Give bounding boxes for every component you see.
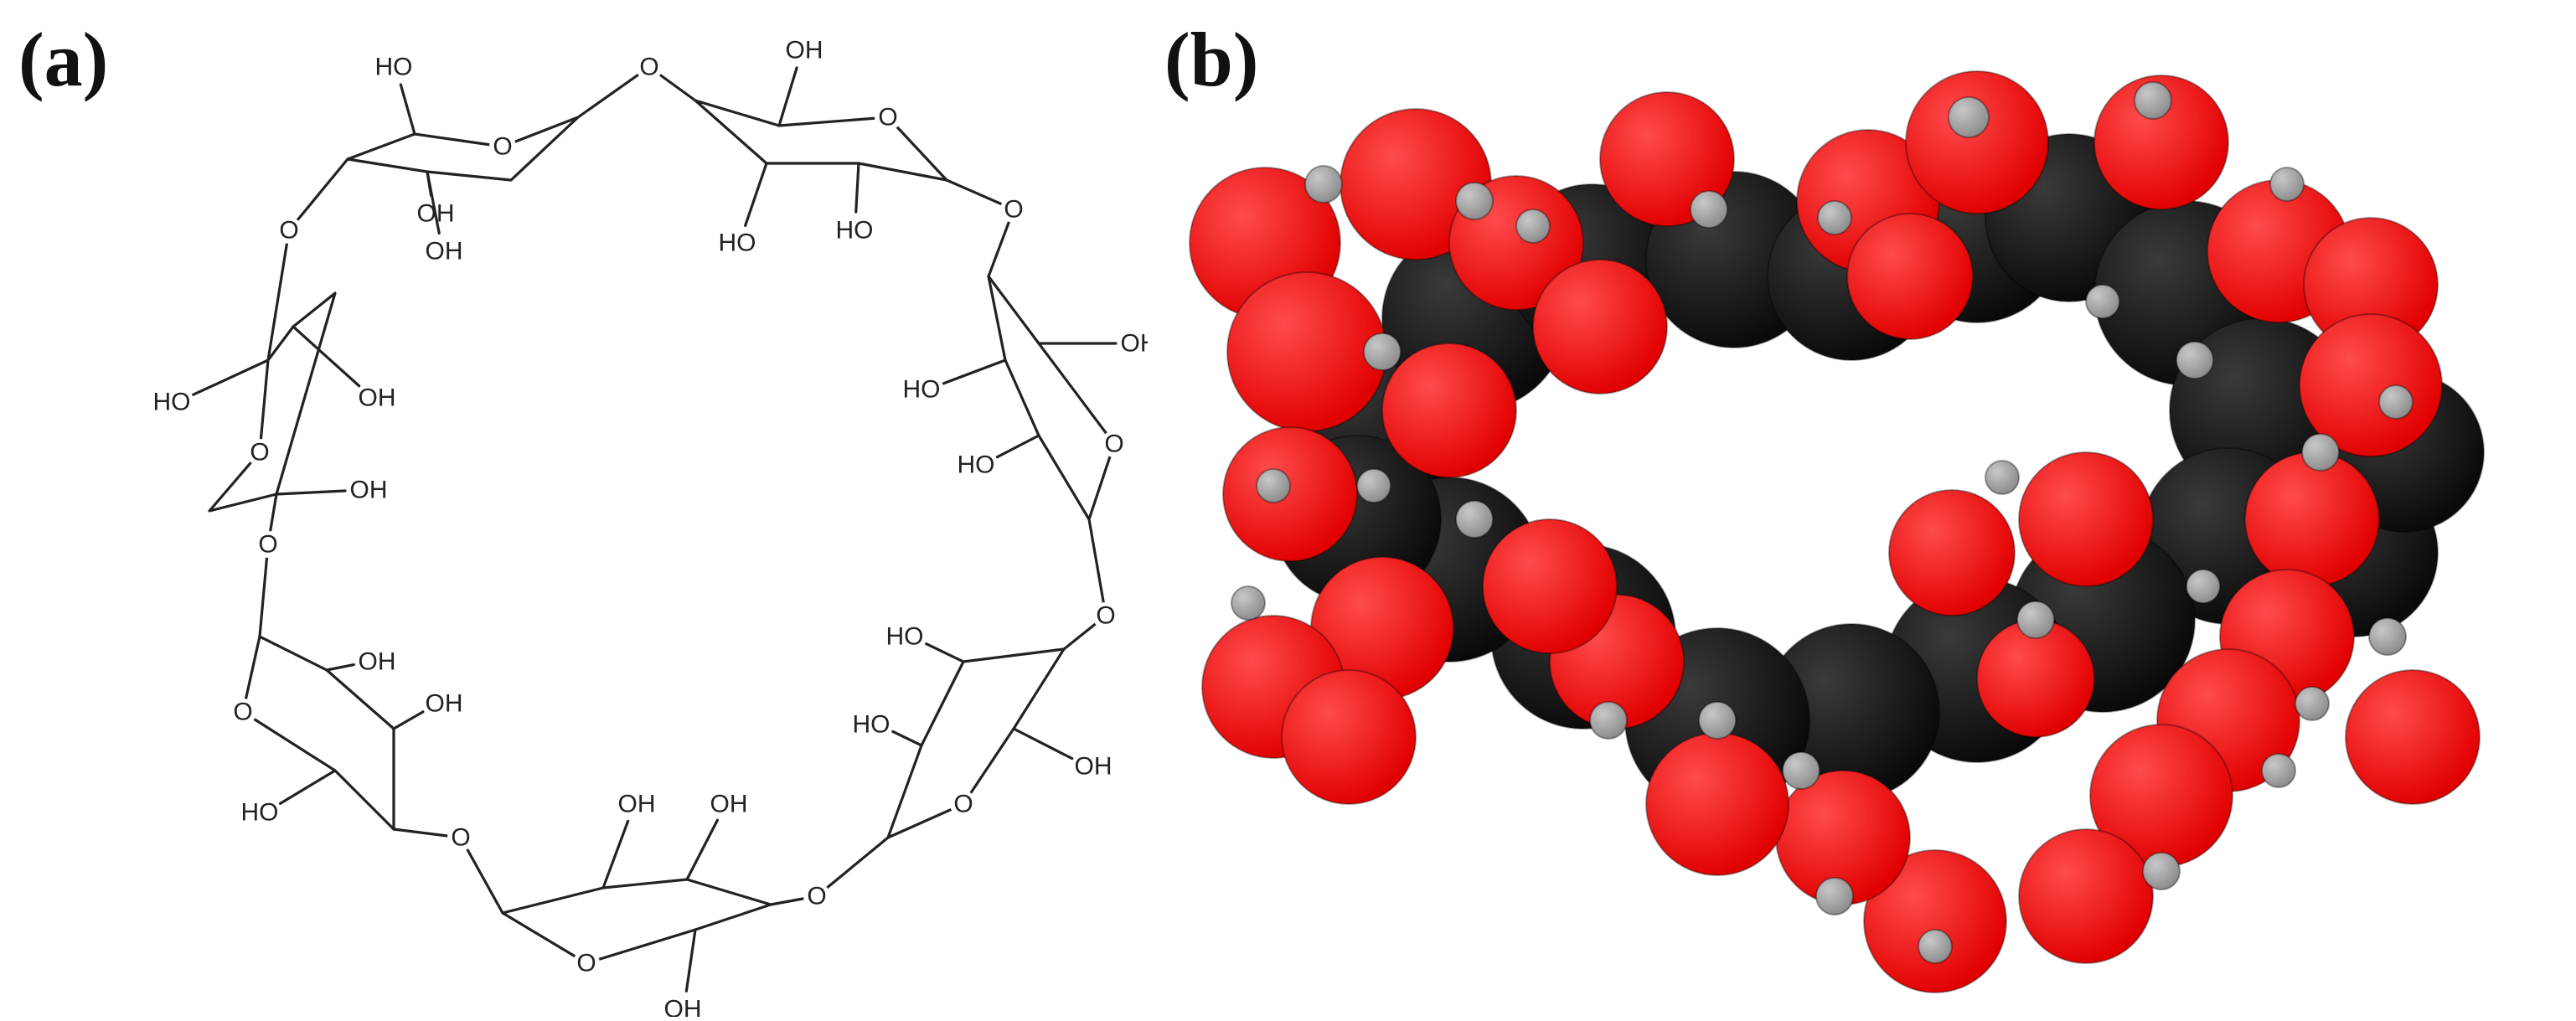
- oxygen-atom: [1846, 213, 1974, 340]
- glycosidic-oxygen-label: O: [451, 824, 470, 852]
- hydrogen-atom: [1817, 200, 1852, 235]
- ring-oxygen-label: O: [576, 950, 596, 977]
- hydroxyl-label: HO: [903, 376, 941, 404]
- hydrogen-atom: [2186, 569, 2221, 604]
- panel-a-label: (a): [18, 17, 109, 102]
- hydrogen-atom: [1356, 468, 1391, 503]
- oxygen-atom: [1482, 518, 1618, 654]
- glucose-ring-5: [501, 878, 772, 965]
- glucose-ring-2: [694, 99, 948, 182]
- hydrogen-atom: [1918, 929, 1953, 964]
- ring-oxygen-label: O: [250, 439, 269, 467]
- glycosidic-oxygen-label: O: [1096, 602, 1115, 630]
- oxygen-atom: [1863, 849, 2007, 993]
- hydroxyl-label: OH: [1075, 753, 1112, 781]
- hydroxyl-label: HO: [836, 217, 874, 245]
- hydroxyl-label: OH: [786, 37, 823, 64]
- hydroxyl-label: OH: [426, 690, 463, 718]
- hydroxyl-label: HO: [719, 229, 756, 257]
- oxygen-atom: [1226, 271, 1387, 432]
- hydrogen-atom: [1363, 333, 1402, 371]
- hydrogen-atom: [1455, 182, 1494, 220]
- oxygen-atom: [1281, 669, 1417, 805]
- hydrogen-atom: [1948, 96, 1990, 138]
- hydrogen-atom: [2368, 617, 2407, 656]
- hydroxyl-label: OH: [359, 648, 396, 676]
- hydrogen-atom: [2378, 384, 2413, 420]
- hydrogen-atom: [2134, 81, 2172, 120]
- hydrogen-atom: [1304, 165, 1343, 204]
- hydrogen-atom: [2016, 601, 2055, 639]
- hydroxyl-label: HO: [958, 451, 995, 479]
- hydroxyl-label: OH: [359, 384, 396, 412]
- oxygen-atom: [1599, 91, 1735, 227]
- glycosidic-oxygen-label: O: [807, 883, 826, 910]
- oxygen-atom: [2244, 451, 2380, 587]
- hydrogen-atom: [1782, 751, 1820, 790]
- hydrogen-atom: [1985, 460, 2020, 495]
- oxygen-atom: [2345, 669, 2480, 805]
- ring-oxygen-label: O: [1104, 431, 1123, 458]
- glucose-ring-3: [987, 275, 1116, 521]
- cyclodextrin-skeletal-formula: HOOHOHOOHHOHOOOHHOHOOHOHOOHOOHOHOHOOHHOO…: [153, 37, 1159, 1021]
- hydroxyl-label: HO: [375, 54, 413, 81]
- hydroxyl-label: OH: [1121, 330, 1149, 358]
- hydrogen-atom: [1698, 701, 1737, 740]
- hydrogen-atom: [2295, 686, 2330, 721]
- oxygen-atom: [1222, 426, 1358, 562]
- hydrogen-atom: [1589, 701, 1628, 740]
- hydrogen-atom: [1690, 190, 1728, 229]
- hydroxyl-label: OH: [710, 791, 748, 818]
- oxygen-atom: [1645, 732, 1789, 876]
- ring-oxygen-label: O: [493, 133, 512, 161]
- oxygen-atom: [1888, 489, 2016, 616]
- hydrogen-atom: [1256, 468, 1291, 503]
- hydroxyl-label: HO: [153, 389, 191, 416]
- oxygen-atom: [2018, 828, 2154, 964]
- hydroxyl-label: OH: [350, 477, 388, 504]
- hydrogen-atom: [1231, 585, 1266, 621]
- hydrogen-atom: [1455, 500, 1494, 539]
- hydroxyl-label: OH: [618, 791, 656, 818]
- cyclodextrin-space-filling-model: [1189, 70, 2485, 993]
- oxygen-atom: [1381, 343, 1517, 478]
- panel-a-structural-formula: (a) HOOHOHOOHHOHOOOHHOHOOHOHOOHOOHOHOHOO…: [0, 0, 1159, 1021]
- oxygen-atom: [1905, 70, 2049, 214]
- hydroxyl-label: HO: [853, 711, 891, 739]
- ring-oxygen-label: O: [233, 699, 252, 726]
- ring-oxygen-label: O: [878, 104, 897, 131]
- hydrogen-atom: [2269, 167, 2305, 202]
- glycosidic-oxygen-label: O: [258, 531, 277, 559]
- glycosidic-oxygen-label: O: [639, 54, 658, 81]
- hydroxyl-label: HO: [241, 799, 279, 827]
- oxygen-atom: [2018, 451, 2154, 587]
- panel-b-space-filling-model: (b): [1148, 0, 2576, 1017]
- glycosidic-oxygen-label: O: [279, 217, 298, 245]
- hydroxyl-label: OH: [426, 238, 463, 266]
- oxygen-atom: [1532, 259, 1668, 394]
- hydrogen-atom: [1515, 209, 1551, 244]
- glucose-ring-1: [346, 116, 580, 182]
- hydrogen-atom: [2261, 753, 2296, 788]
- oxygen-atom: [2299, 313, 2443, 457]
- hydrogen-atom: [1815, 877, 1854, 915]
- hydrogen-atom: [2301, 433, 2340, 472]
- oxygen-atom: [2093, 75, 2229, 210]
- panel-b-label: (b): [1164, 17, 1259, 102]
- hydroxyl-label: HO: [886, 623, 924, 651]
- hydrogen-atom: [2085, 284, 2120, 319]
- hydrogen-atom: [2142, 852, 2181, 890]
- hydrogen-atom: [2176, 341, 2214, 379]
- ring-oxygen-label: O: [953, 791, 973, 818]
- hydroxyl-label: OH: [664, 996, 702, 1018]
- glycosidic-oxygen-label: O: [1004, 196, 1023, 224]
